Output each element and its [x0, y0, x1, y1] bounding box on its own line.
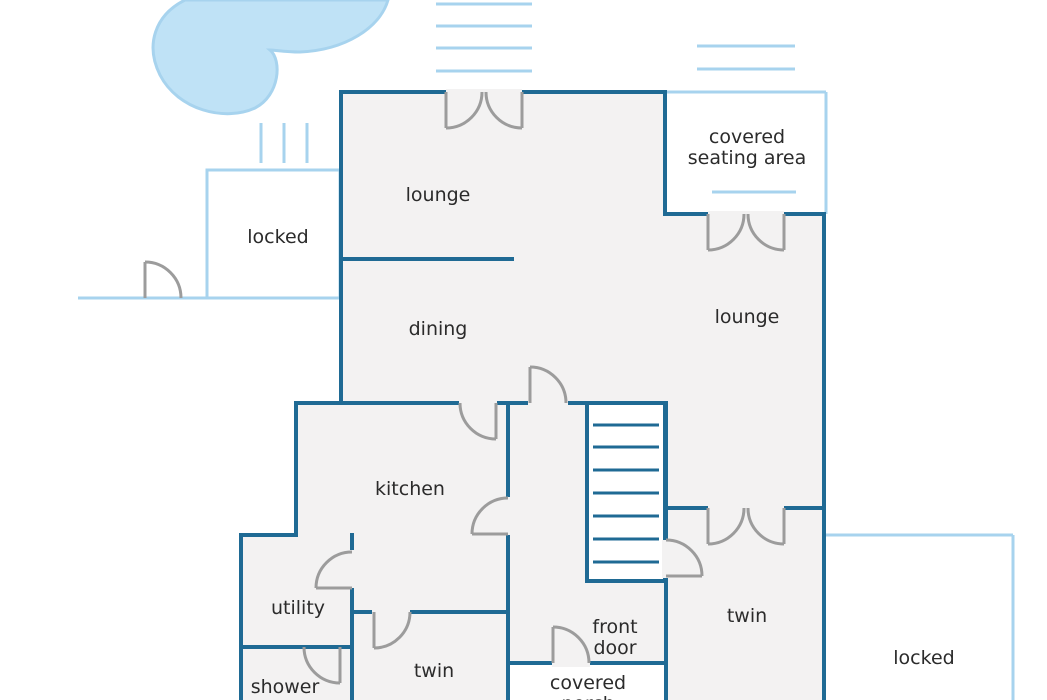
- room-label-dining: dining: [409, 318, 468, 340]
- room-label-front-door-2: door: [593, 637, 636, 659]
- room-label-covered-porch-2: porch: [561, 693, 615, 700]
- room-label-utility: utility: [271, 597, 325, 619]
- room-label-lounge-upper: lounge: [406, 184, 471, 206]
- pool-icon: [151, 0, 390, 116]
- room-label-twin-small: twin: [414, 660, 454, 682]
- room-label-covered-porch-1: covered: [550, 672, 626, 694]
- room-label-kitchen: kitchen: [375, 478, 445, 500]
- room-label-twin-right: twin: [727, 605, 767, 627]
- room-label-lounge-right: lounge: [715, 306, 780, 328]
- room-label-front-door-1: front: [592, 616, 637, 638]
- room-label-locked-right: locked: [893, 647, 954, 669]
- room-floors: [241, 92, 824, 700]
- steps-icon: [259, 2, 796, 194]
- room-label-covered-seating-2: seating area: [688, 147, 806, 169]
- room-label-locked-left: locked: [247, 226, 308, 248]
- room-label-shower: shower: [251, 676, 320, 698]
- stairs-icon: [585, 401, 667, 583]
- room-label-covered-seating-1: covered: [709, 126, 785, 148]
- door-icon: [143, 89, 786, 685]
